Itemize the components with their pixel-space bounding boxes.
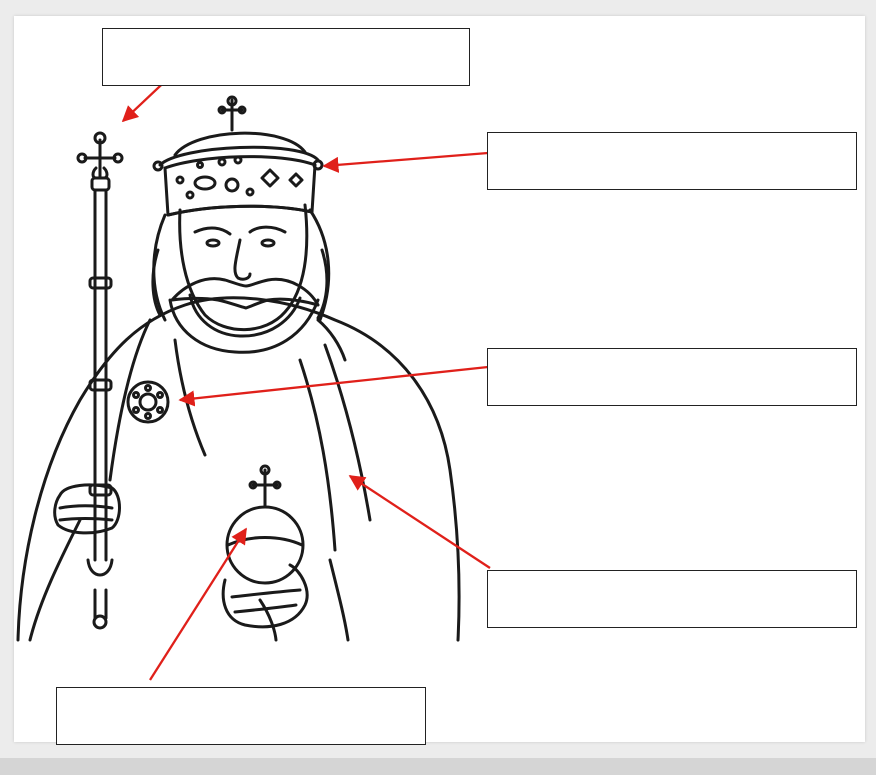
label-box-scepter[interactable] [102,28,470,86]
cloak-outline [18,298,459,640]
arrow-crown [324,153,488,166]
cloak-inner-left [110,320,150,480]
label-box-crown[interactable] [487,132,857,190]
label-box-brooch[interactable] [487,348,857,406]
arrow-orb [150,529,246,680]
face [180,205,307,330]
label-box-orb[interactable] [56,687,426,745]
bottom-bar [0,758,876,775]
label-box-cloak[interactable] [487,570,857,628]
brooch [128,382,168,422]
arrow-cloak [350,476,490,568]
orb [227,507,303,583]
